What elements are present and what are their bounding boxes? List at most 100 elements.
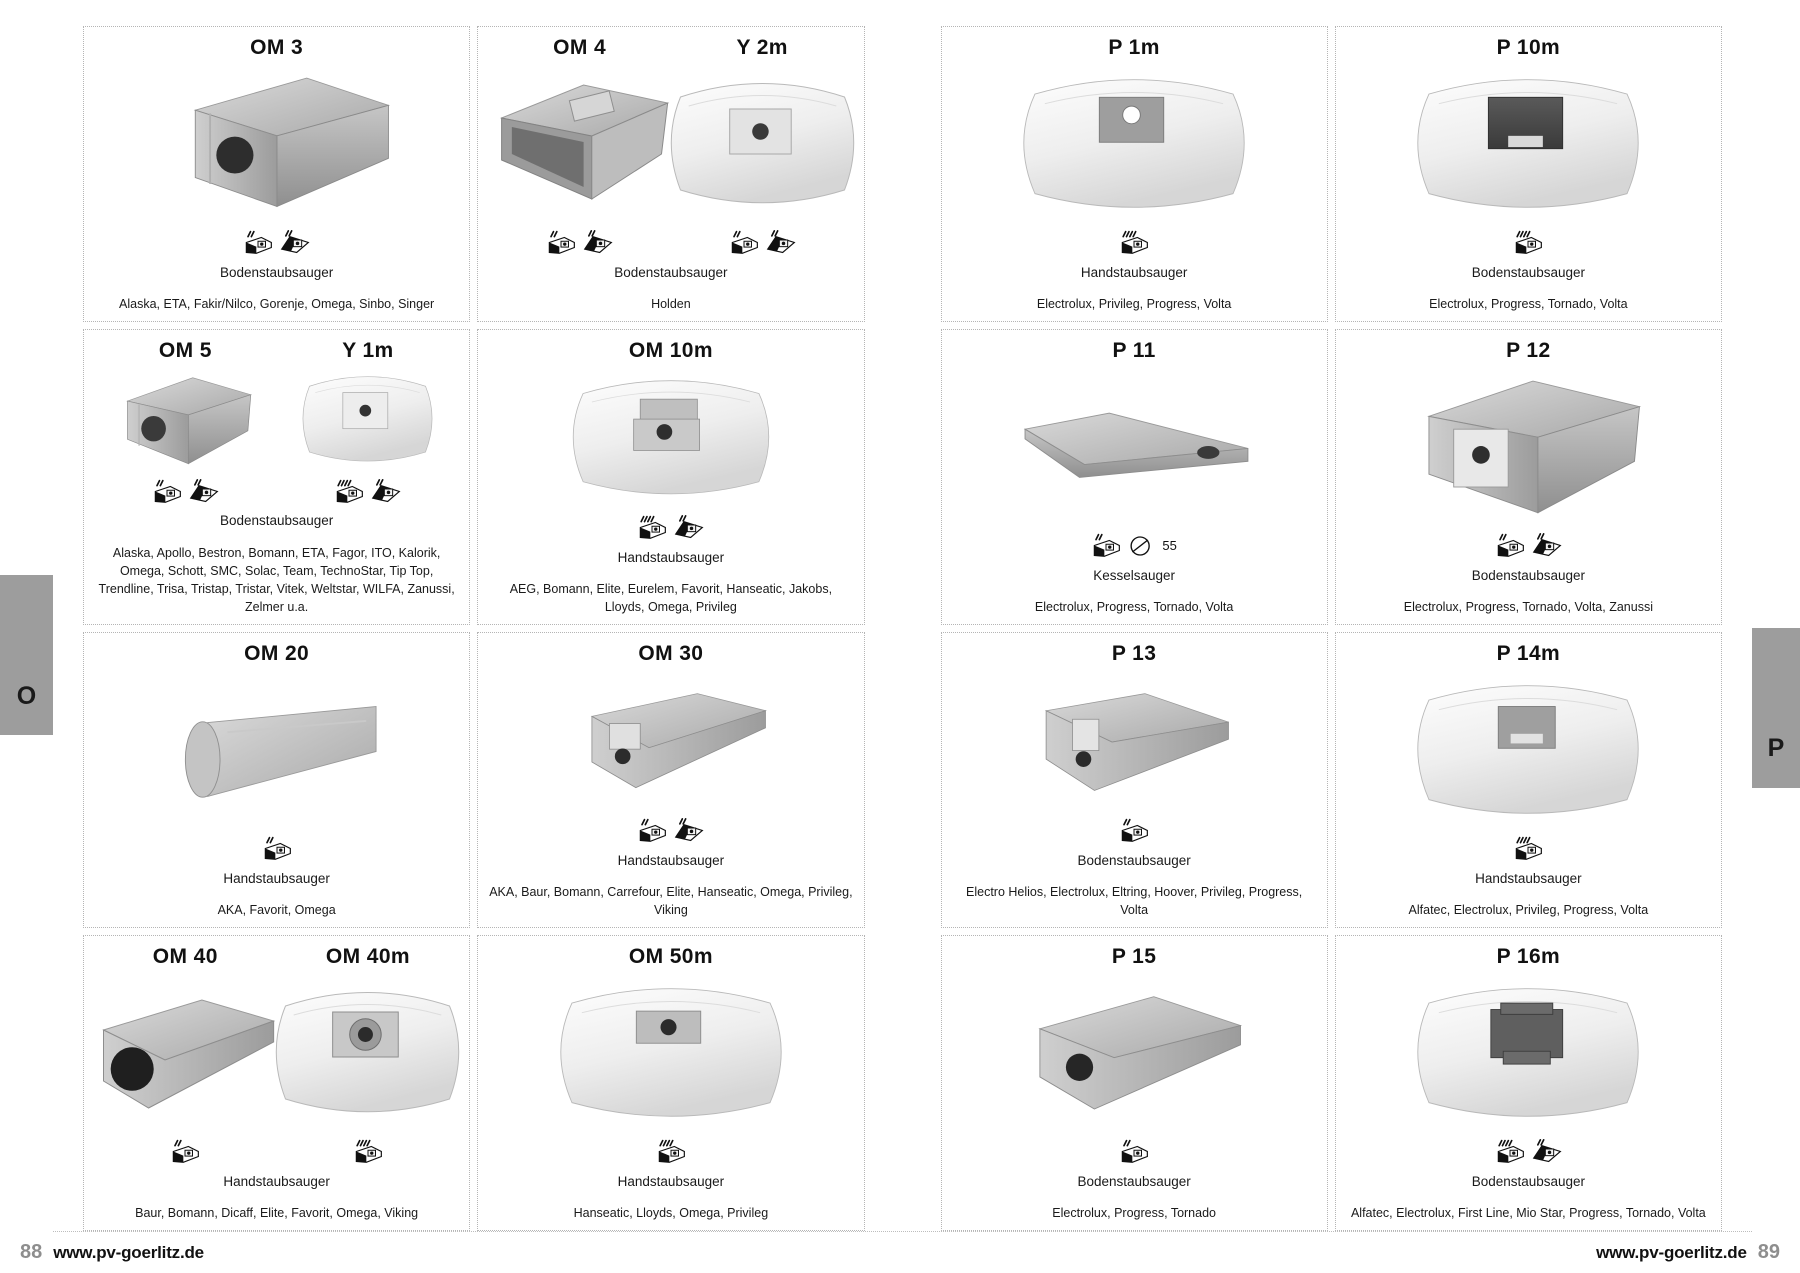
bag-icon-2 <box>280 229 310 256</box>
vacuum-type-label: Bodenstaubsauger <box>1077 1173 1191 1189</box>
product-title: Y 2m <box>736 36 788 59</box>
compatible-brands-list: Electrolux, Privileg, Progress, Volta <box>1036 296 1232 311</box>
product-title: P 16m <box>1496 945 1561 968</box>
vacuum-type-label: Handstaubsauger <box>617 549 725 565</box>
product-image-row <box>952 969 1317 1169</box>
product-title-slot: Y 1m <box>277 339 460 363</box>
feature-icon-row <box>729 226 796 260</box>
product-title-slot: OM 4 <box>488 36 671 60</box>
product-image-slot <box>1346 365 1711 563</box>
edge-tab-left: O <box>0 0 53 1231</box>
product-image-slot <box>488 971 853 1169</box>
product-image-slot <box>488 668 853 847</box>
feature-icon-row <box>637 814 704 848</box>
product-photo-wedge-bag <box>536 668 806 810</box>
product-image-row <box>94 363 459 508</box>
compatible-brands-list: Electrolux, Progress, Tornado, Volta, Za… <box>1403 599 1653 614</box>
bag-icon-2 <box>1532 532 1562 559</box>
product-photo-box-bag <box>142 62 412 223</box>
bag-icon <box>170 1138 200 1165</box>
product-image-slot <box>488 62 671 260</box>
product-title-slot: OM 5 <box>94 339 277 363</box>
edge-notch-left-bottom <box>0 735 53 1231</box>
product-image-slot <box>952 668 1317 847</box>
product-cell[interactable]: OM 5 Y 1m <box>83 329 471 625</box>
product-photo-box-bag-wedge2 <box>1393 365 1663 526</box>
product-title: OM 5 <box>158 339 212 362</box>
feature-icon-row <box>170 1135 200 1169</box>
vacuum-type-label: Kesselsauger <box>1093 567 1176 583</box>
vacuum-type-label: Handstaubsauger <box>617 852 725 868</box>
bag-icon <box>729 229 759 256</box>
product-title-row: P 11 <box>952 339 1317 363</box>
product-cell[interactable]: P 16m Bodenstaubsauge <box>1334 935 1722 1231</box>
feature-icon-row <box>546 226 613 260</box>
vacuum-type-label: Handstaubsauger <box>1475 870 1582 886</box>
product-title: P 15 <box>1111 945 1157 968</box>
footer-left-group: 88 www.pv-goerlitz.de <box>20 1241 204 1264</box>
bag-icon-2 <box>766 229 796 256</box>
edge-tab-right: P <box>1752 0 1800 1231</box>
icon-note-value: 55 <box>1162 538 1177 554</box>
compatible-brands-list: Alaska, ETA, Fakir/Nilco, Gorenje, Omega… <box>119 296 435 311</box>
product-cell[interactable]: OM 10m Handstaubsauge <box>477 329 865 625</box>
product-title-slot: P 10m <box>1346 36 1711 60</box>
product-title-row: OM 50m <box>488 945 853 969</box>
product-title-slot: OM 40m <box>277 945 460 969</box>
product-title: OM 50m <box>628 945 713 968</box>
product-title-slot: Y 2m <box>671 36 854 60</box>
product-image-row <box>1346 969 1711 1169</box>
vacuum-type-label: Bodenstaubsauger <box>1471 1173 1586 1189</box>
bag-icon-m <box>1513 835 1543 862</box>
feature-icon-row <box>1119 814 1149 848</box>
footer-url-right[interactable]: www.pv-goerlitz.de <box>1596 1242 1747 1262</box>
edge-notch-right-bottom <box>1752 788 1800 1231</box>
product-title-row: OM 3 <box>94 36 459 60</box>
feature-icon-row <box>637 511 704 545</box>
product-photo-wedge-bag-hole <box>999 971 1269 1132</box>
product-title-slot: OM 20 <box>94 642 459 666</box>
edge-notch-left-top <box>0 0 53 575</box>
product-title: OM 30 <box>638 642 704 665</box>
product-photo-pillow-bag-wide <box>536 365 806 507</box>
product-title-slot: OM 3 <box>94 36 459 60</box>
bag-icon <box>546 229 576 256</box>
feature-icon-row <box>1495 1135 1562 1169</box>
bag-icon-2 <box>674 514 704 541</box>
edge-tab-letter-right: P <box>1767 734 1785 762</box>
product-image-slot <box>94 668 459 866</box>
edge-strip-right <box>1740 0 1752 1231</box>
bag-icon-m <box>656 1138 686 1165</box>
product-image-row <box>488 363 853 544</box>
product-image-slot <box>952 971 1317 1169</box>
product-cell[interactable]: OM 4 Y 2m <box>477 26 865 322</box>
product-title-row: OM 10m <box>488 339 853 363</box>
product-photo-pillow-bag-big-plate <box>1393 971 1663 1132</box>
product-title-slot: P 16m <box>1346 945 1711 969</box>
edge-strip-left <box>53 0 65 1231</box>
product-title-slot: OM 40 <box>94 945 277 969</box>
edge-notch-right-top <box>1752 0 1800 628</box>
feature-icon-row <box>334 474 401 508</box>
footer-url-left[interactable]: www.pv-goerlitz.de <box>53 1242 204 1262</box>
spread-gutter <box>882 0 923 1231</box>
product-title: OM 20 <box>244 642 310 665</box>
